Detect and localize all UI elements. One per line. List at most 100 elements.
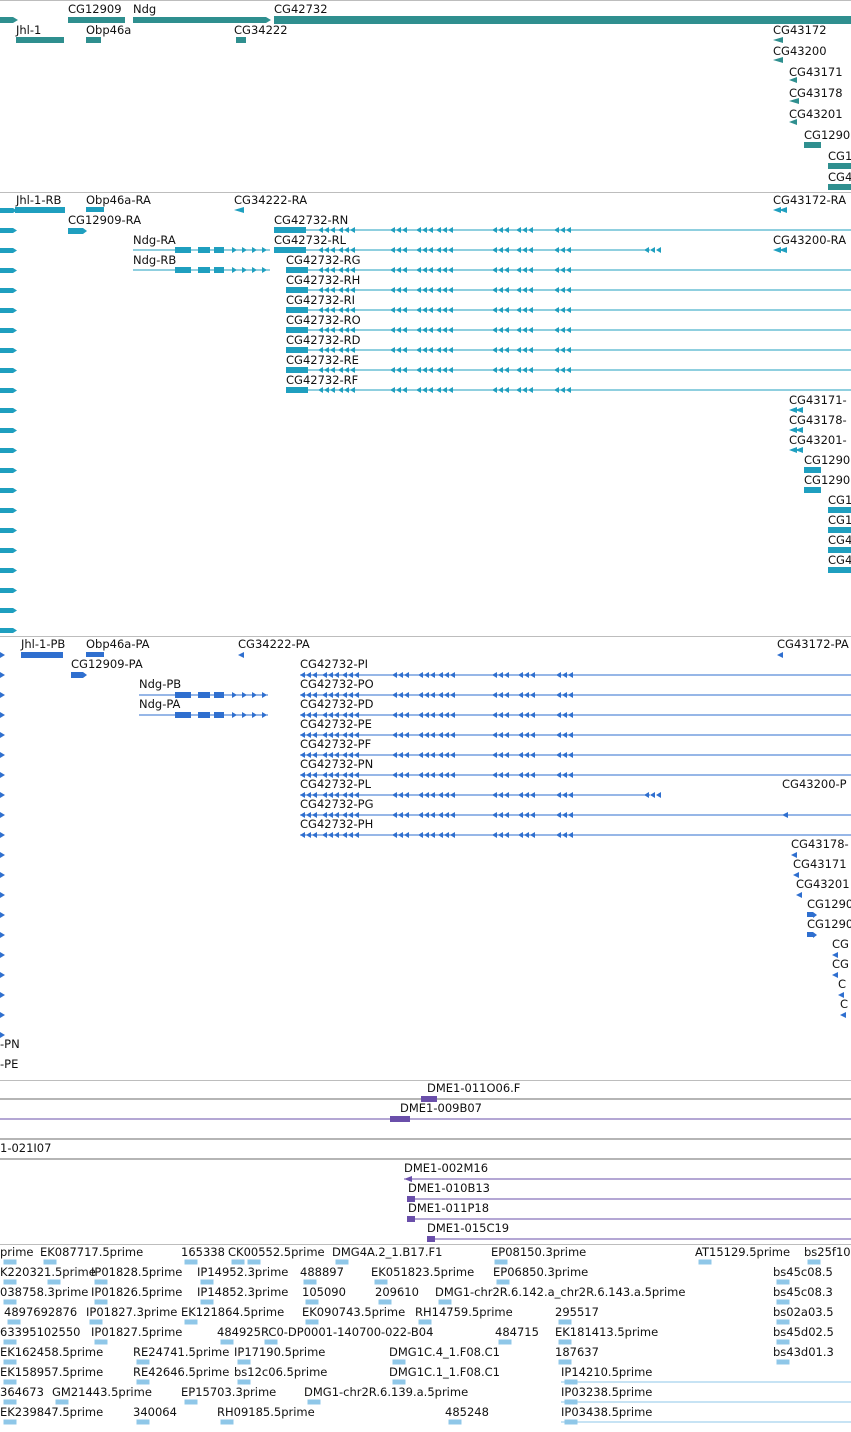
est-label: 038758.3prime <box>0 1285 88 1299</box>
clone-feature[interactable] <box>404 1176 851 1182</box>
edge-stub <box>0 388 13 393</box>
gene-feature[interactable] <box>789 119 797 125</box>
gene-feature[interactable] <box>274 16 851 24</box>
transcript-feature[interactable] <box>139 712 268 718</box>
transcript-label: Ndg-PA <box>139 697 181 711</box>
gene-feature[interactable] <box>86 37 101 43</box>
exon-arrow <box>392 692 397 698</box>
gene-feature[interactable] <box>804 142 821 148</box>
transcript-feature[interactable] <box>804 487 821 493</box>
exon-arrow <box>438 692 443 698</box>
transcript-feature[interactable] <box>773 247 787 253</box>
transcript-feature[interactable] <box>21 652 63 658</box>
exon-arrow <box>422 227 427 233</box>
exon-arrow <box>344 287 349 293</box>
exon-arrow <box>348 832 353 838</box>
exon-arrow <box>306 792 311 798</box>
clone-feature[interactable] <box>0 1096 851 1102</box>
gene-feature[interactable] <box>789 77 797 83</box>
transcript-feature[interactable] <box>86 207 104 212</box>
est-label: EK162458.5prime <box>0 1345 103 1359</box>
exon-arrow <box>566 327 571 333</box>
clone-feature[interactable] <box>427 1236 851 1242</box>
transcript-feature[interactable] <box>828 527 851 533</box>
edge-stub <box>0 588 13 593</box>
exon-arrow <box>436 367 441 373</box>
exon-arrow <box>428 287 433 293</box>
transcript-feature[interactable] <box>840 1012 846 1018</box>
transcript-feature[interactable] <box>773 207 787 213</box>
transcript-label: CG1290 <box>807 897 851 911</box>
gene-feature[interactable] <box>828 163 851 169</box>
transcript-feature[interactable] <box>15 207 65 213</box>
transcript-feature[interactable] <box>234 207 244 213</box>
est-label: bs45c08.5 <box>773 1265 833 1279</box>
exon-arrow <box>416 267 421 273</box>
transcript-feature[interactable] <box>832 972 838 978</box>
transcript-feature[interactable] <box>828 567 851 573</box>
exon-arrow <box>504 692 509 698</box>
transcript-feature[interactable] <box>68 228 87 234</box>
gene-feature[interactable] <box>773 57 783 63</box>
gene-feature[interactable] <box>133 17 271 23</box>
transcript-feature[interactable] <box>777 652 783 658</box>
transcript-feature[interactable] <box>133 267 270 273</box>
exon-arrow <box>300 712 305 718</box>
transcript-feature[interactable] <box>789 447 803 453</box>
exon-arrow <box>338 247 343 253</box>
transcript-feature[interactable] <box>807 912 817 918</box>
edge-stub-arrow <box>13 588 17 593</box>
exon-arrow <box>0 772 5 778</box>
exon-arrow <box>562 712 567 718</box>
exon-arrow <box>328 832 333 838</box>
gene-feature[interactable] <box>16 37 64 43</box>
est-label: IP14952.3prime <box>197 1265 288 1279</box>
exon-arrow <box>442 267 447 273</box>
exon-arrow <box>504 347 509 353</box>
transcript-feature[interactable] <box>789 407 803 413</box>
transcript-feature[interactable] <box>133 247 270 253</box>
est-label: IP01826.5prime <box>91 1285 182 1299</box>
transcript-feature[interactable] <box>238 652 244 658</box>
transcript-feature[interactable] <box>274 247 650 253</box>
exon-arrow <box>354 792 359 798</box>
transcript-label: CG12909-RA <box>68 213 141 227</box>
gene-feature[interactable] <box>236 37 246 43</box>
exon-arrow <box>348 812 353 818</box>
transcript-feature[interactable] <box>71 672 87 678</box>
exon-arrow <box>530 692 535 698</box>
transcript-feature[interactable] <box>832 952 838 958</box>
transcript-feature[interactable] <box>793 872 799 878</box>
transcript-feature[interactable] <box>828 547 851 553</box>
transcript-feature[interactable] <box>838 992 844 998</box>
transcript-feature[interactable] <box>828 507 851 513</box>
exon-arrow <box>324 227 329 233</box>
exon-arrow <box>492 327 497 333</box>
est-label: IP01827.5prime <box>91 1325 182 1339</box>
gene-feature[interactable] <box>828 184 851 190</box>
exon-arrow <box>398 832 403 838</box>
clone-feature[interactable] <box>0 1116 851 1122</box>
transcript-feature[interactable] <box>791 852 797 858</box>
exon-arrow <box>334 832 339 838</box>
transcript-feature[interactable] <box>86 652 104 657</box>
gene-feature[interactable] <box>0 17 18 23</box>
gene-feature[interactable] <box>68 17 125 23</box>
exon-arrow <box>392 772 397 778</box>
clone-feature[interactable] <box>407 1196 851 1202</box>
exon-arrow <box>392 792 397 798</box>
exon-arrow <box>306 672 311 678</box>
exon-arrow <box>398 732 403 738</box>
transcript-feature[interactable] <box>796 892 802 898</box>
transcript-feature[interactable] <box>789 427 803 433</box>
gene-label: Jhl-1 <box>15 23 41 37</box>
gene-feature[interactable] <box>773 37 783 43</box>
clone-feature[interactable] <box>407 1216 851 1222</box>
gene-feature[interactable] <box>789 98 799 104</box>
edge-stub <box>0 248 13 253</box>
transcript-feature[interactable] <box>782 812 788 818</box>
exon-arrow <box>338 227 343 233</box>
transcript-feature[interactable] <box>804 467 821 473</box>
exon-arrow <box>418 732 423 738</box>
transcript-feature[interactable] <box>807 932 817 938</box>
